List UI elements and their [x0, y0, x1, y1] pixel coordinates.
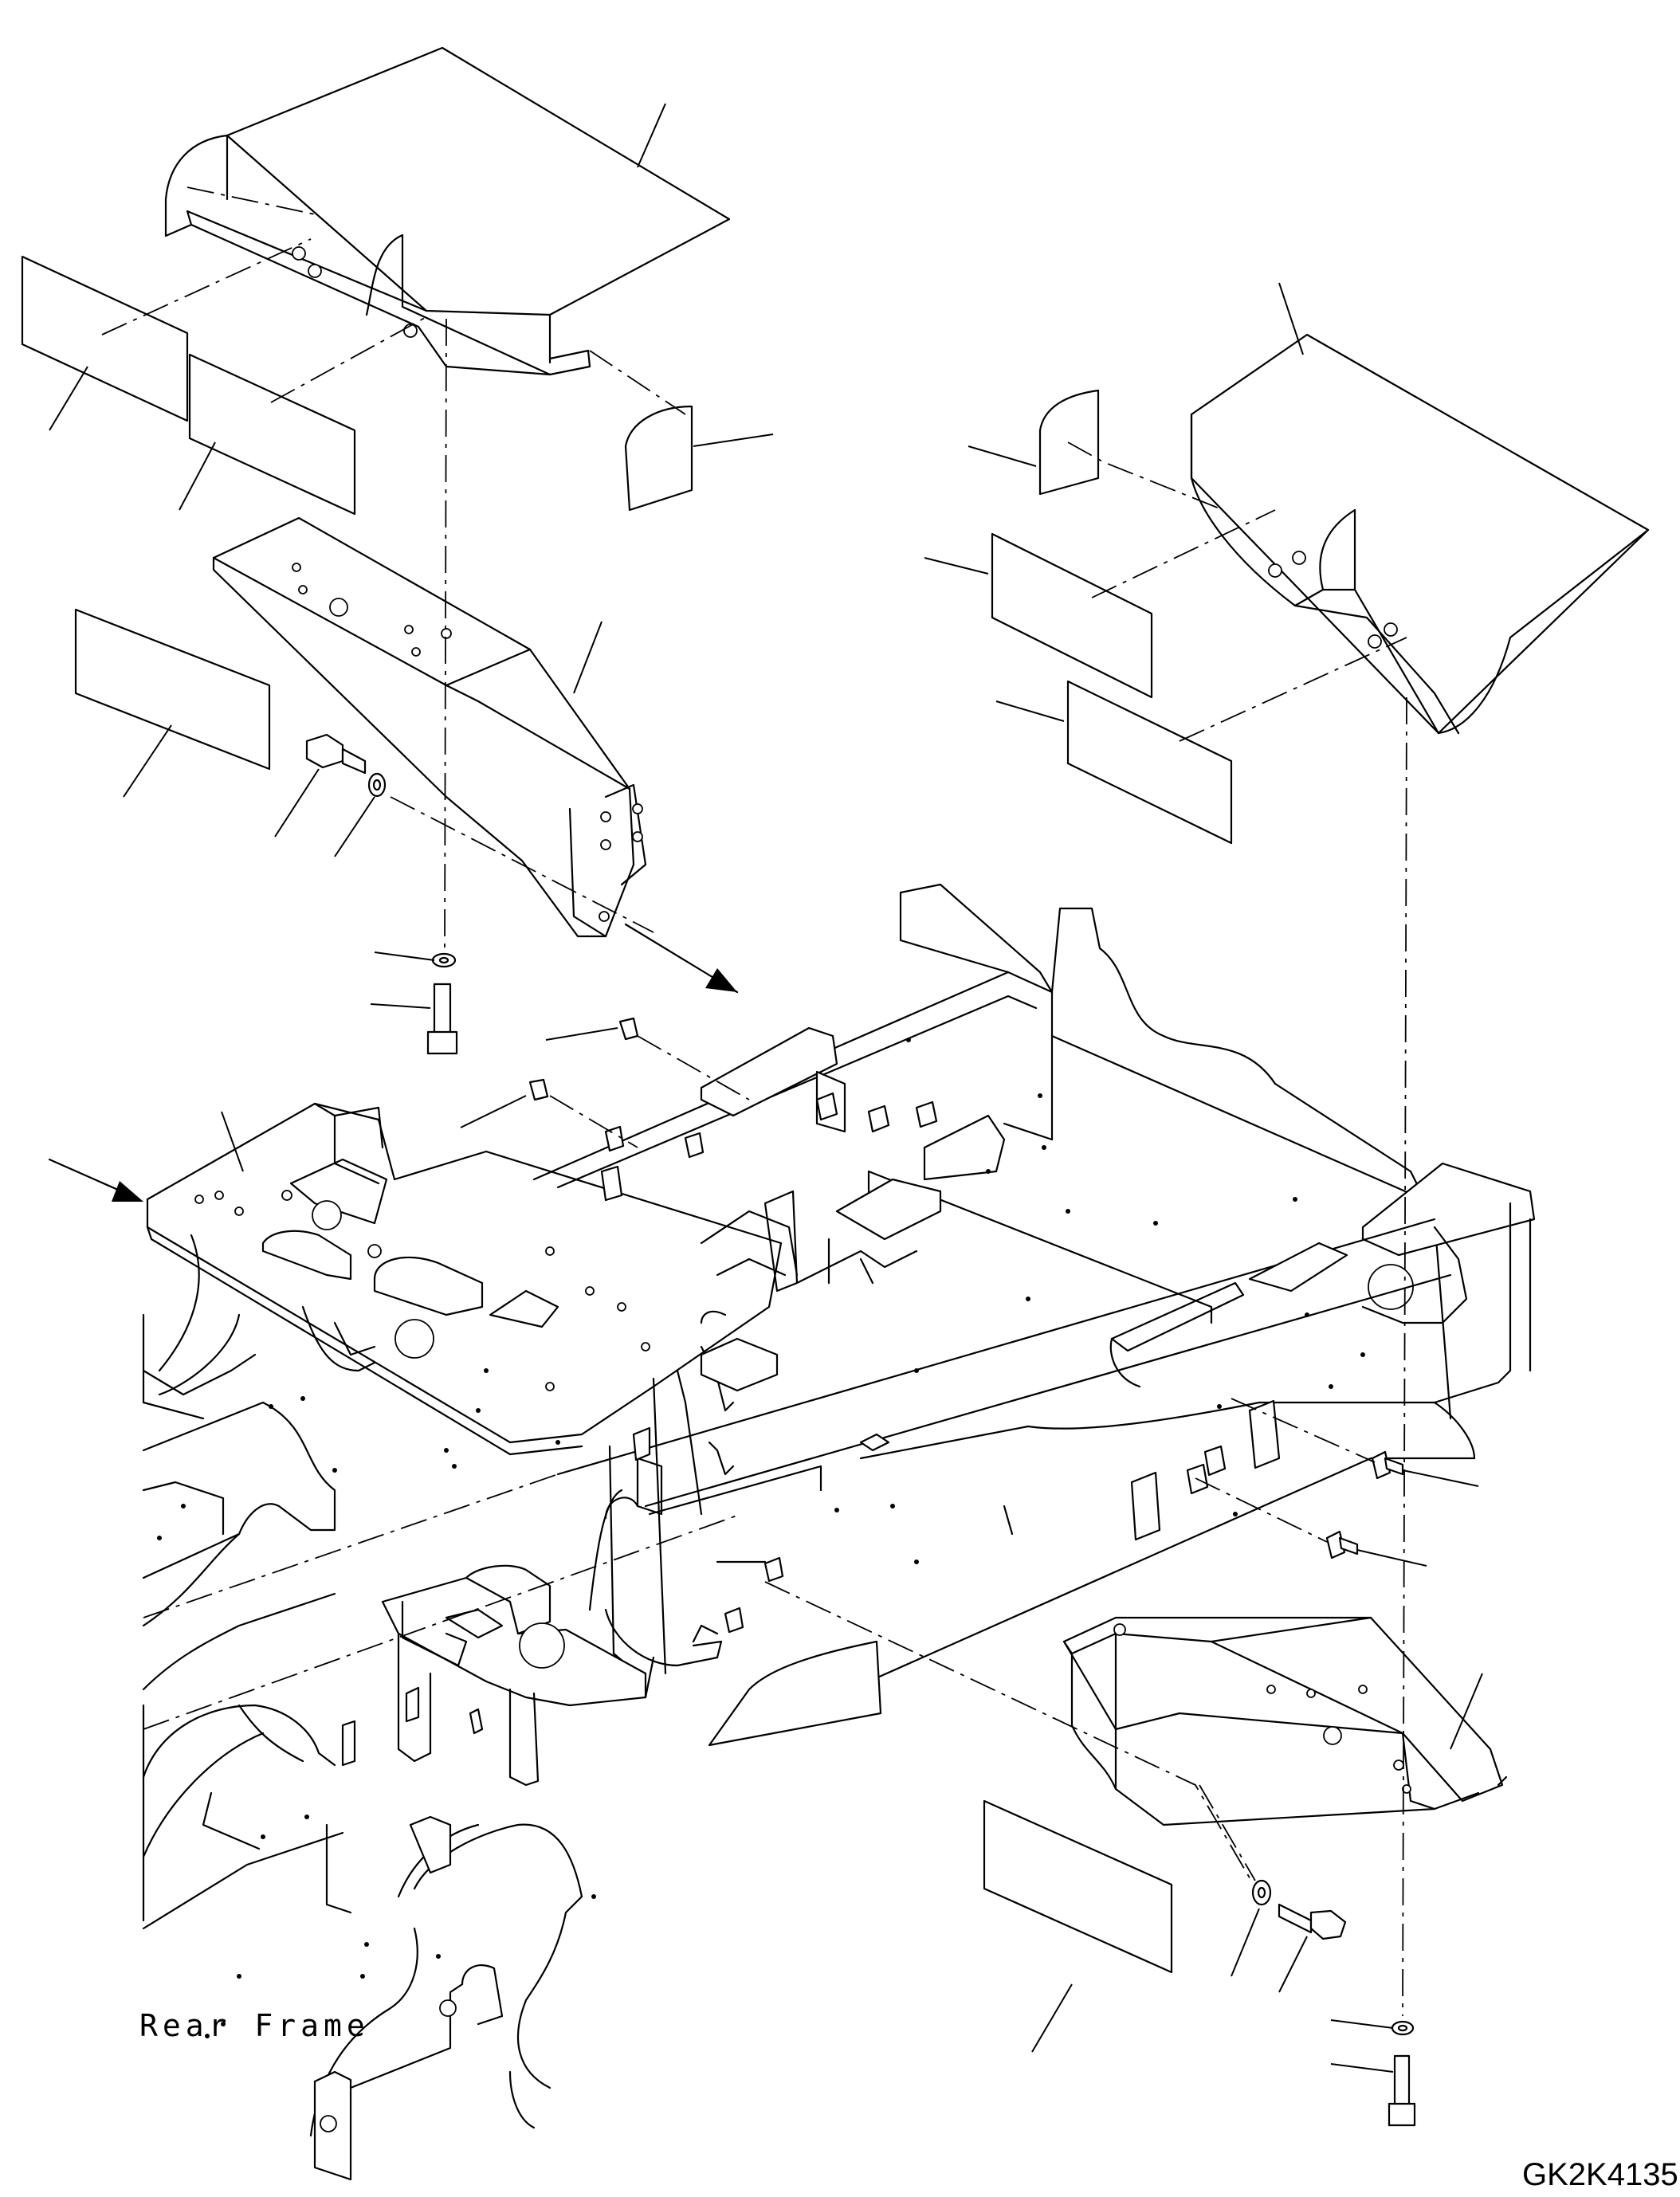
assembly-lines	[101, 186, 1407, 2017]
frame-bolt-b	[528, 1078, 549, 1101]
upper-right-fender-cover	[1190, 333, 1650, 735]
upper-left-washer	[367, 772, 387, 798]
leader-lines	[49, 103, 1483, 2073]
direction-arrow-upper	[624, 923, 739, 994]
lower-right-fender-bracket	[1062, 1616, 1508, 1826]
lower-right-bolt-a	[1278, 1903, 1347, 1940]
frame-bolt-a	[618, 1017, 639, 1041]
upper-left-fender-cover	[164, 46, 731, 376]
upper-left-bolt	[305, 733, 367, 775]
upper-left-small-cover	[624, 405, 693, 512]
right-frame-bolt-b	[1325, 1530, 1359, 1559]
lower-left-washer	[431, 952, 457, 968]
rear-frame-label: Rear Frame	[139, 2008, 370, 2043]
upper-right-decal-a	[991, 532, 1153, 699]
lower-right-bolt-b	[1388, 2054, 1416, 2127]
upper-right-decal-b	[1066, 680, 1233, 845]
lower-right-washer-a	[1251, 1879, 1272, 1906]
left-side-decal	[74, 608, 271, 771]
direction-arrow-left	[48, 1158, 143, 1202]
upper-left-fender-bracket	[212, 516, 647, 938]
lower-right-decal	[983, 1799, 1173, 1974]
lower-left-bolt	[426, 983, 458, 1055]
upper-left-decal-a	[21, 255, 189, 422]
lower-right-washer-b	[1391, 2020, 1415, 2036]
right-frame-bolt-a	[1371, 1450, 1404, 1480]
upper-left-decal-b	[188, 353, 356, 516]
rear-frame	[142, 883, 1536, 2181]
drawing-code: GK2K4135	[1522, 2157, 1678, 2192]
